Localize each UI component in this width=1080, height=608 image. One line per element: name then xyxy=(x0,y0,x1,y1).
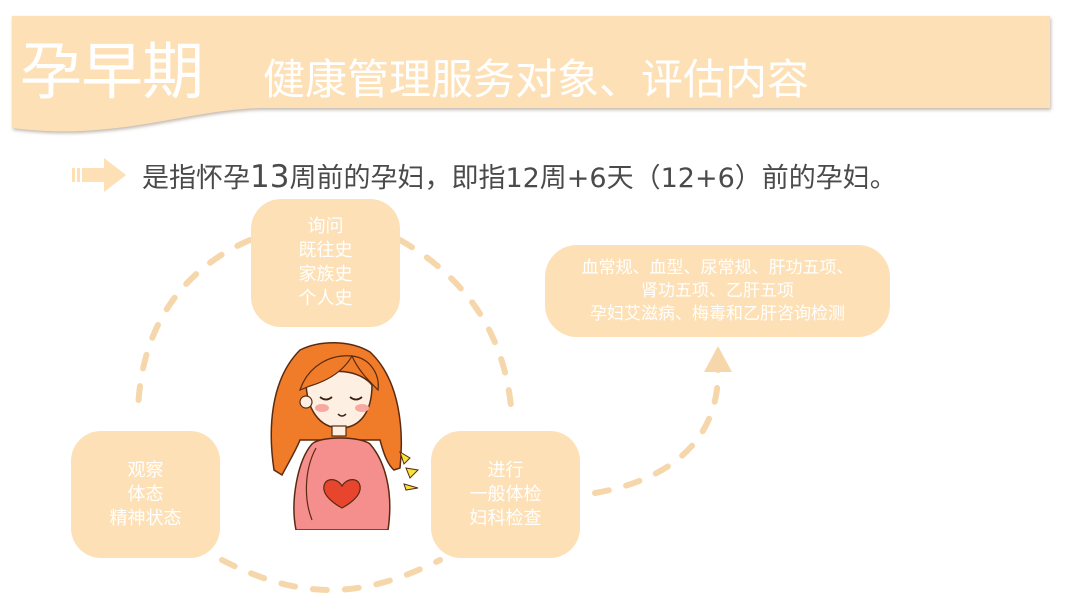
node-line: 个人史 xyxy=(298,288,353,309)
banner-shape xyxy=(12,16,1050,132)
node-line: 家族史 xyxy=(298,264,353,285)
node-line: 肾功五项、乙肝五项 xyxy=(641,280,794,301)
node-exam: 进行 一般体检 妇科检查 xyxy=(431,431,580,558)
arrow-up-icon xyxy=(704,346,732,372)
node-line: 进行 xyxy=(487,459,524,481)
node-line: 一般体检 xyxy=(469,483,542,505)
node-lab-tests: 血常规、血型、尿常规、肝功五项、 肾功五项、乙肝五项 孕妇艾滋病、梅毒和乙肝咨询… xyxy=(545,245,890,337)
page-subtitle: 健康管理服务对象、评估内容 xyxy=(263,55,810,104)
definition-text: 是指怀孕13周前的孕妇，即指12周+6天（12+6）前的孕妇。 xyxy=(142,156,897,195)
definition-text-part1: 是指怀孕 xyxy=(142,162,250,194)
connector-exam-result xyxy=(592,365,722,496)
node-line: 询问 xyxy=(307,216,344,237)
page-title: 孕早期 xyxy=(20,35,204,108)
node-line: 既往史 xyxy=(298,240,353,261)
definition-weeks: 13 xyxy=(250,158,290,195)
pregnant-woman-illustration xyxy=(270,342,420,530)
definition-line: 是指怀孕13周前的孕妇，即指12周+6天（12+6）前的孕妇。 xyxy=(70,150,897,200)
heart-icon xyxy=(323,479,361,509)
node-line: 精神状态 xyxy=(109,507,182,529)
node-line: 妇科检查 xyxy=(469,507,542,529)
node-line: 观察 xyxy=(127,459,164,481)
connector-observe-exam xyxy=(219,557,443,593)
connector-inquiry-exam xyxy=(397,237,515,423)
node-inquiry: 询问 既往史 家族史 个人史 xyxy=(251,199,400,327)
connector-inquiry-observe xyxy=(135,237,253,415)
node-observe: 观察 体态 精神状态 xyxy=(71,431,220,558)
node-line: 体态 xyxy=(127,483,164,505)
definition-text-part2: 周前的孕妇，即指12周+6天（12+6）前的孕妇。 xyxy=(289,162,897,194)
header-banner: 孕早期 健康管理服务对象、评估内容 xyxy=(0,0,1080,140)
node-line: 孕妇艾滋病、梅毒和乙肝咨询检测 xyxy=(590,303,845,324)
arrow-right-icon xyxy=(72,158,126,192)
node-line: 血常规、血型、尿常规、肝功五项、 xyxy=(581,257,854,278)
